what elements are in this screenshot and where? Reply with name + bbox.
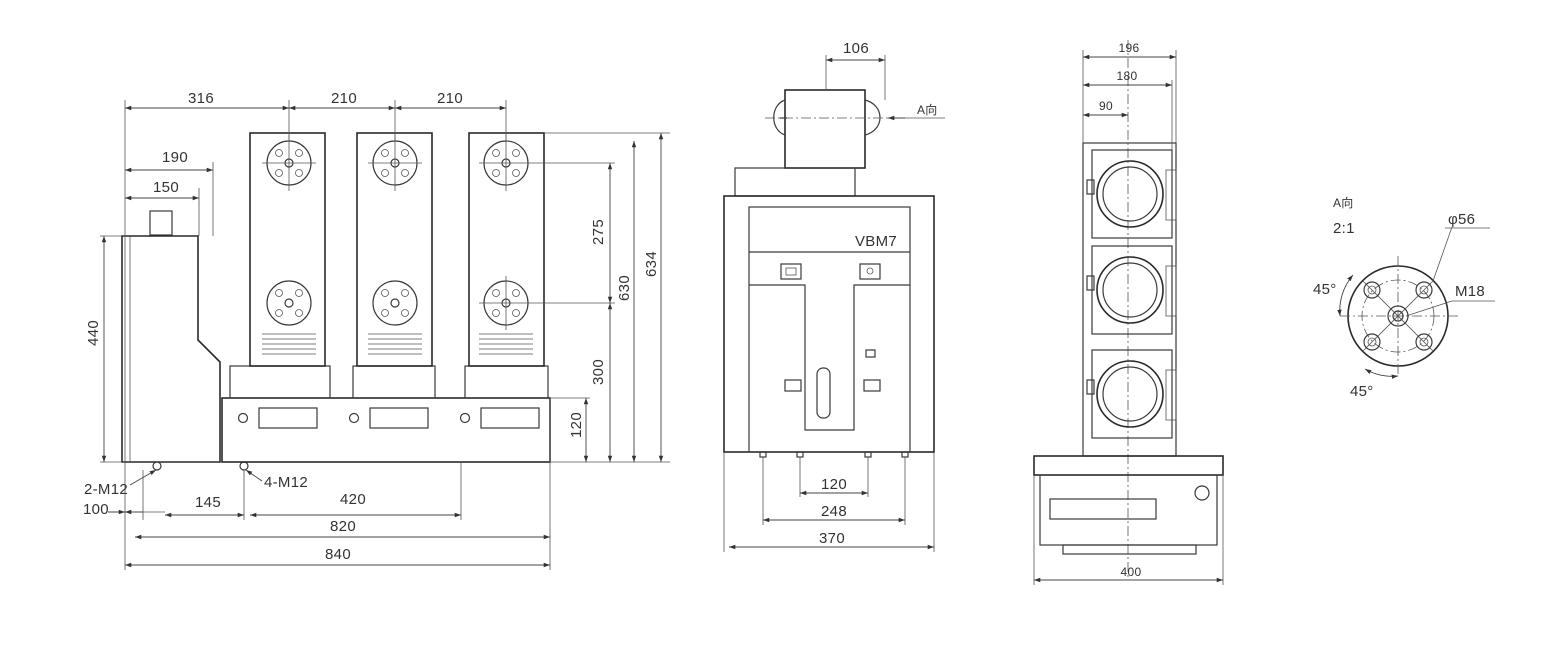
front-dim-text: 316 210 210 190 150 440 275 300 120 630 …: [83, 90, 660, 563]
dim-400: 400: [1121, 565, 1142, 579]
pole-3: [464, 132, 549, 399]
dim-300: 300: [590, 359, 607, 385]
top-unit-3: [1086, 349, 1177, 439]
front-extension-lines: [100, 100, 670, 570]
dim-150: 150: [153, 179, 179, 196]
side-handle-slot: [816, 367, 831, 419]
dim-120-side: 120: [821, 476, 847, 493]
dim-190: 190: [162, 149, 188, 166]
dim-248: 248: [821, 503, 847, 520]
detail-angle-bottom: 45°: [1350, 383, 1374, 400]
detail-angle-top: 45°: [1313, 281, 1337, 298]
dim-440: 440: [85, 320, 102, 346]
detail-thread: M18: [1455, 283, 1485, 300]
dim-196: 196: [1119, 41, 1140, 55]
top-base: [1033, 455, 1224, 555]
top-unit-1: [1086, 149, 1177, 239]
base-window-3: [459, 407, 540, 429]
front-dim-lines: [101, 105, 664, 568]
dim-106: 106: [843, 40, 869, 57]
top-unit-2: [1086, 245, 1177, 335]
side-panel: [748, 206, 911, 453]
dim-210-a: 210: [331, 90, 357, 107]
side-view: 106 VBM7 A向 120 248 370: [723, 40, 945, 552]
dim-316: 316: [188, 90, 214, 107]
dim-210-b: 210: [437, 90, 463, 107]
side-dim-lines: [729, 57, 934, 550]
side-body: [723, 195, 935, 453]
top-view: 196 180 90 400: [1033, 40, 1224, 585]
side-indicator-right: [859, 263, 881, 280]
front-base: [221, 397, 551, 463]
dim-275: 275: [590, 219, 607, 245]
detail-diameter: φ56: [1448, 211, 1475, 228]
pole-2: [352, 132, 436, 399]
dim-180: 180: [1117, 69, 1138, 83]
view-arrow-label: A向: [917, 102, 938, 117]
dim-840: 840: [325, 546, 351, 563]
dim-120-front: 120: [568, 412, 585, 438]
mechanism-box: [121, 210, 249, 471]
detail-center-thread: [1387, 305, 1409, 327]
side-indicator-left: [780, 263, 802, 280]
label-2-m12: 2-M12: [84, 481, 128, 498]
dim-90: 90: [1099, 99, 1113, 113]
detail-scale: 2:1: [1333, 220, 1355, 237]
top-extension-lines: [1033, 50, 1224, 585]
dim-370: 370: [819, 530, 845, 547]
dim-420: 420: [340, 491, 366, 508]
top-dim-lines: [1034, 54, 1223, 583]
pole-1: [229, 132, 331, 399]
detail-view-a: A向 2:1 φ56 M18 45° 45°: [1313, 195, 1495, 400]
dim-100: 100: [83, 501, 109, 518]
side-top-terminal: [734, 89, 945, 197]
base-window-2: [348, 407, 429, 429]
label-4-m12: 4-M12: [264, 474, 308, 491]
dim-634: 634: [643, 251, 660, 277]
dim-820: 820: [330, 518, 356, 535]
detail-title: A向: [1333, 195, 1354, 210]
model-label: VBM7: [855, 233, 897, 250]
base-window-1: [237, 407, 318, 429]
detail-bolt-holes: [1363, 281, 1433, 351]
dim-630: 630: [616, 275, 633, 301]
dim-145: 145: [195, 494, 221, 511]
front-view: 316 210 210 190 150 440 275 300 120 630 …: [83, 90, 670, 570]
